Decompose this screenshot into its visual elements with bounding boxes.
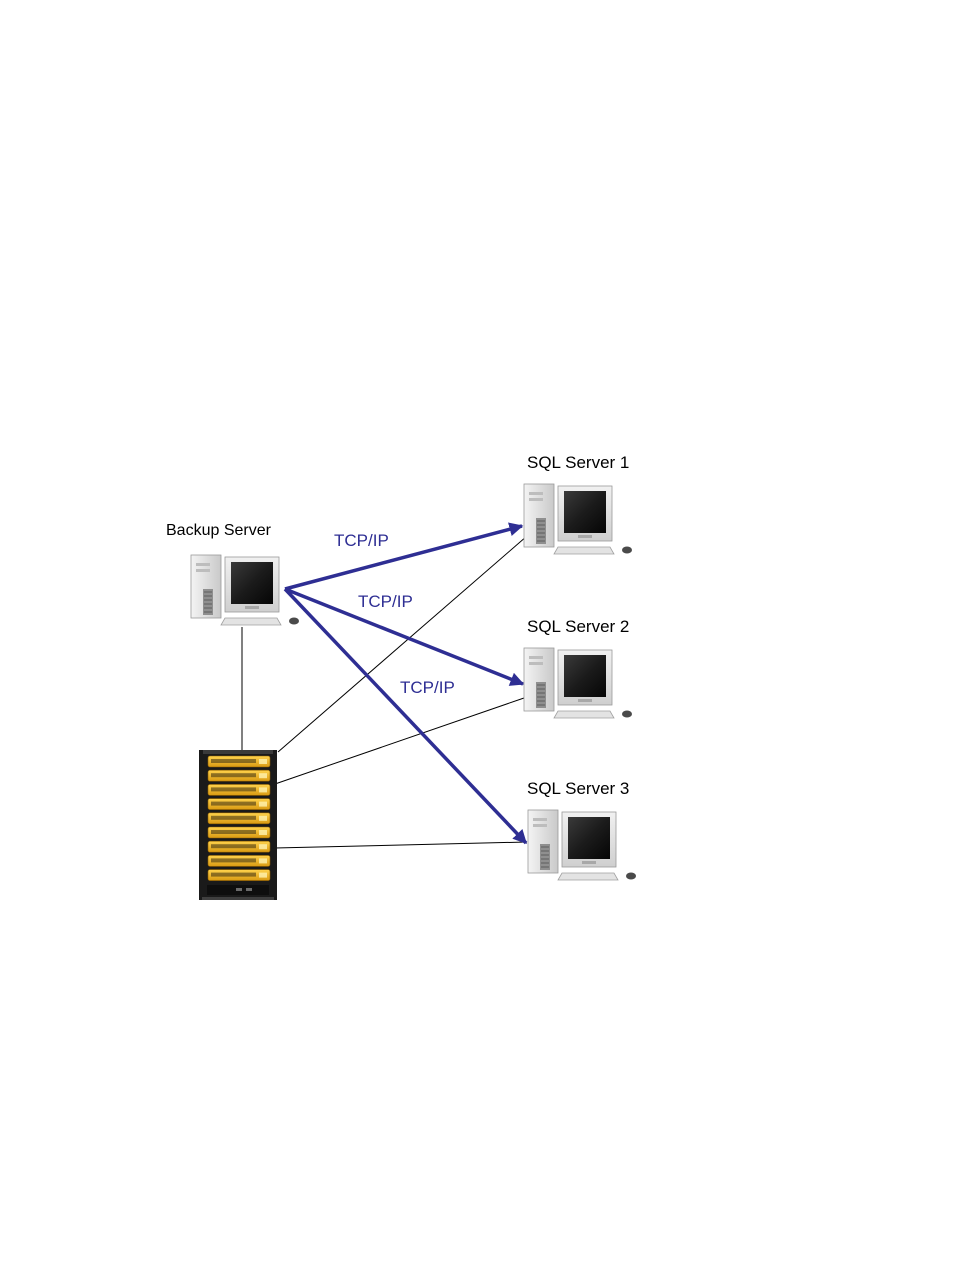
rack-blade xyxy=(208,784,270,795)
storage-rack-icon xyxy=(199,750,277,900)
sql-server-3-label: SQL Server 3 xyxy=(527,779,629,798)
tower-icon xyxy=(524,484,554,547)
monitor-icon xyxy=(558,486,612,541)
sql-server-1-computer xyxy=(524,484,632,554)
keyboard-icon xyxy=(558,873,618,880)
rack-blade xyxy=(208,799,270,810)
rack-blade xyxy=(208,756,270,767)
tower-icon xyxy=(528,810,558,873)
backup-server-computer xyxy=(191,555,299,625)
rack-blade xyxy=(208,855,270,866)
storage-link-sql-3 xyxy=(275,842,527,848)
mouse-icon xyxy=(626,873,636,880)
backup-server-label: Backup Server xyxy=(166,522,272,539)
mouse-icon xyxy=(622,547,632,554)
sql-server-2-computer xyxy=(524,648,632,718)
mouse-icon xyxy=(289,618,299,625)
link-label-tcp-1: TCP/IP xyxy=(334,531,389,550)
monitor-icon xyxy=(562,812,616,867)
rack-blade xyxy=(208,841,270,852)
rack-blade xyxy=(208,813,270,824)
keyboard-icon xyxy=(554,711,614,718)
link-label-tcp-2: TCP/IP xyxy=(358,592,413,611)
rack-blade xyxy=(208,870,270,881)
monitor-icon xyxy=(225,557,279,612)
sql-server-1-label: SQL Server 1 xyxy=(527,453,629,472)
keyboard-icon xyxy=(554,547,614,554)
sql-server-2-label: SQL Server 2 xyxy=(527,617,629,636)
tower-icon xyxy=(524,648,554,711)
mouse-icon xyxy=(622,711,632,718)
keyboard-icon xyxy=(221,618,281,625)
tower-icon xyxy=(191,555,221,618)
rack-blade xyxy=(208,827,270,838)
link-label-tcp-3: TCP/IP xyxy=(400,678,455,697)
storage-link-sql-1 xyxy=(278,536,527,752)
rack-blade xyxy=(208,770,270,781)
network-link-sql-3 xyxy=(285,589,526,843)
sql-server-3-computer xyxy=(528,810,636,880)
network-link-sql-1 xyxy=(285,526,522,589)
monitor-icon xyxy=(558,650,612,705)
